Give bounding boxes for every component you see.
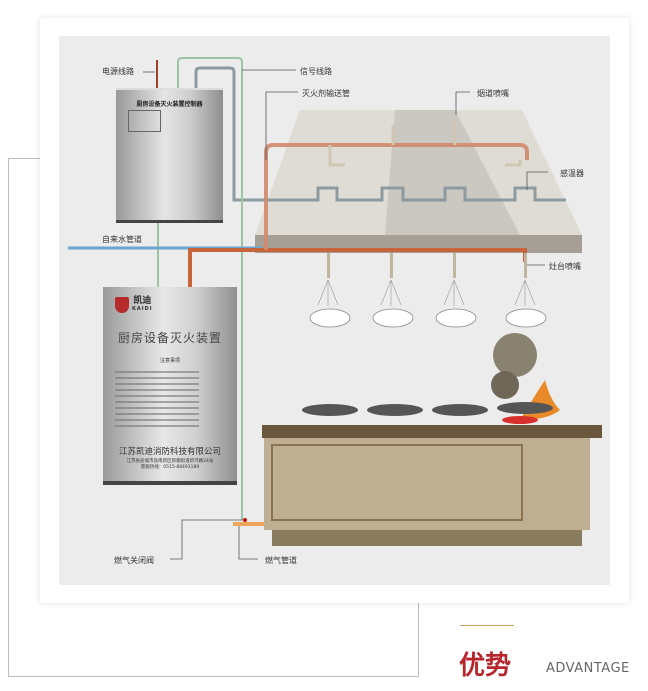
agent-pipe — [188, 248, 527, 290]
shield-icon — [115, 297, 129, 313]
divider — [460, 625, 514, 626]
label-gas-valve: 燃气关闭阀 — [114, 556, 154, 565]
company-address: 江苏省盐城市盐南新区新都街道新河路24号客服热线：0515-88493189 — [126, 459, 214, 470]
stove-top — [262, 425, 602, 438]
controller-screen — [128, 110, 161, 132]
stove-nozzles — [327, 253, 527, 278]
notes-title: 注意事项 — [159, 358, 180, 364]
fire — [520, 380, 560, 420]
cabinet-title: 厨房设备灭火装置 — [117, 331, 222, 345]
brand-cn: 凯迪 — [133, 296, 152, 306]
smoke — [493, 333, 537, 377]
spray-clouds — [309, 308, 547, 328]
gas-pipe — [233, 522, 264, 526]
controller-cabinet: 厨房设备灭火装置控制器 — [116, 88, 223, 223]
label-signal-line: 信号线路 — [300, 67, 332, 76]
label-water-pipe: 自来水管道 — [102, 235, 142, 244]
section-title-cn: 优势 — [459, 651, 512, 681]
label-agent-pipe: 灭火剂输送管 — [302, 89, 350, 98]
brand-en: KAIDI — [132, 306, 153, 312]
company-name: 江苏凯迪消防科技有限公司 — [118, 447, 221, 457]
stove-body — [264, 438, 590, 530]
label-temp-sensor: 感温器 — [560, 169, 584, 178]
notes-text — [115, 367, 199, 431]
sensor-line — [194, 66, 566, 202]
label-power-line: 电源线路 — [102, 67, 134, 76]
label-stove-nozzle: 灶台喷嘴 — [549, 262, 581, 271]
section-title-en: ADVANTAGE — [546, 661, 630, 676]
woks — [302, 402, 553, 416]
signal-line — [177, 57, 243, 520]
label-duct-nozzle: 烟道喷嘴 — [477, 89, 509, 98]
label-gas-pipe: 燃气管道 — [265, 556, 297, 565]
controller-title: 厨房设备灭火装置控制器 — [136, 101, 203, 108]
